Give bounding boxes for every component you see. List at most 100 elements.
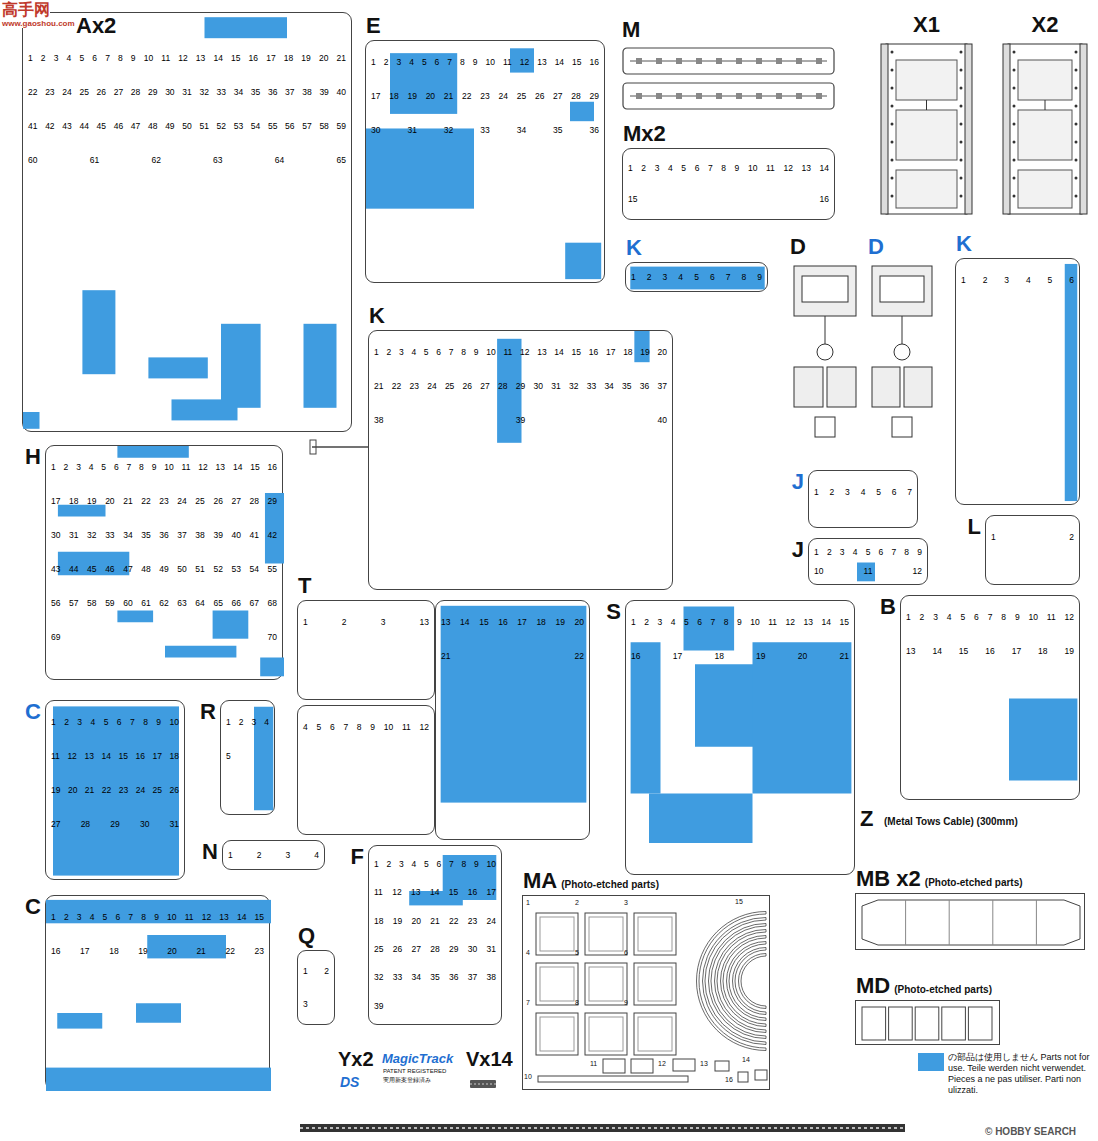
part-numbers: 1 2	[991, 520, 1074, 554]
hull-outline	[886, 44, 967, 214]
etch-fender	[697, 912, 767, 1051]
callout-number: 10	[524, 1073, 532, 1080]
sprue-frame: J1 2 3 4 5 6 7	[808, 470, 918, 528]
rivet	[960, 105, 963, 108]
link-teeth	[470, 1084, 496, 1085]
print-label: 実用新案登録済み	[383, 1076, 431, 1085]
print-label: © HOBBY SEARCH	[985, 1126, 1076, 1137]
callout-number: 8	[575, 999, 579, 1006]
part-box	[827, 367, 856, 407]
etch-divider	[949, 900, 950, 945]
sprue-heading: D	[790, 234, 806, 260]
sprue-heading: K	[956, 231, 972, 257]
etch-part	[603, 1059, 625, 1073]
callout-number: 9	[624, 999, 628, 1006]
unused-part-patch	[260, 658, 284, 677]
rivet	[960, 51, 963, 54]
part-numbers: 1 2 3 4 5 6 7 8 9 10 11 12 13 14 15 16 1…	[51, 450, 277, 654]
rivet	[960, 177, 963, 180]
unused-part-patch	[117, 446, 188, 458]
etch-plate	[536, 1013, 578, 1055]
unused-part-patch	[684, 607, 735, 651]
unused-part-patch	[570, 102, 594, 121]
sprue-heading: E	[366, 13, 381, 39]
etch-plate-inner	[540, 967, 574, 1001]
callout-number: 15	[735, 898, 743, 905]
part-drawing: D	[790, 262, 860, 447]
etch-cell	[862, 1007, 886, 1040]
unused-part-patch	[631, 642, 661, 793]
sprue-runner	[623, 83, 834, 109]
sprue-parts	[956, 259, 1081, 506]
part-box	[872, 367, 900, 407]
rivet	[891, 177, 894, 180]
rivet	[1013, 123, 1016, 126]
sprue-parts	[622, 45, 835, 113]
part-piece	[676, 58, 682, 64]
unused-part-patch	[165, 646, 236, 658]
track-link-icon	[470, 1080, 496, 1088]
sprue-heading: D	[868, 234, 884, 260]
sprue-letter: K	[956, 231, 972, 257]
print-label: Yx2	[338, 1048, 374, 1071]
rivet	[891, 141, 894, 144]
part-small	[892, 417, 912, 437]
rivet	[891, 69, 894, 72]
hull-panel	[896, 170, 957, 208]
rivet	[1075, 105, 1078, 108]
sprue-heading: K	[369, 303, 385, 329]
unused-part-patch	[366, 128, 474, 208]
part-inner	[802, 276, 848, 302]
etch-part	[631, 1059, 653, 1073]
hull-drawing: X1	[878, 40, 975, 218]
sprue-parts	[523, 896, 771, 1091]
unused-part-patch	[205, 17, 288, 38]
part-numbers: 1 2 3 4 5	[226, 705, 269, 773]
sprue-parts	[366, 41, 606, 284]
hull-panel	[1018, 110, 1072, 160]
legend-entry: の部品は使用しません Parts not for use. Teile werd…	[918, 1052, 1094, 1096]
sprue-letter: X2	[1032, 12, 1059, 38]
etch-plate	[634, 913, 676, 955]
sprue-parts	[436, 601, 591, 841]
part-numbers: 1 2 3 4 5 6 7 8 9 10 11 12 13 14 15 16 1…	[51, 900, 264, 968]
sprue-heading: F	[351, 844, 364, 870]
rivet	[1013, 141, 1016, 144]
print-label: MagicTrack	[382, 1051, 453, 1066]
sprue-letter: E	[366, 13, 381, 39]
sprue-frame: 13 14 15 16 17 18 19 20 21 22	[435, 600, 590, 840]
etch-plate	[585, 963, 627, 1005]
etch-cell	[889, 1007, 913, 1040]
rivet	[1013, 69, 1016, 72]
rivet	[960, 159, 963, 162]
photo-etch-fret: MD(Photo-etched parts)	[855, 1000, 1000, 1045]
unused-part-patch	[1065, 264, 1078, 501]
sprue-parts	[1000, 40, 1090, 218]
sprue-frame: N1 2 3 4	[222, 840, 325, 870]
callout-number: 4	[526, 949, 530, 956]
sprue-parts	[901, 596, 1081, 801]
sprue-heading: H	[25, 444, 41, 470]
part-piece	[756, 58, 762, 64]
rivet	[1075, 195, 1078, 198]
part-piece	[776, 58, 782, 64]
part-ring	[817, 344, 833, 360]
rivet	[960, 87, 963, 90]
etch-divider	[992, 900, 993, 945]
part-numbers: 1 2 3 4 5 6 7 8 9 10 11 12 13 14 15 16 1…	[631, 605, 849, 673]
sprue-heading: T	[298, 573, 311, 599]
sprue-frame: H1 2 3 4 5 6 7 8 9 10 11 12 13 14 15 16 …	[45, 445, 283, 680]
link-body	[470, 1080, 496, 1088]
sprue-heading: MB x2(Photo-etched parts)	[856, 866, 1023, 892]
hull-line	[1045, 100, 1046, 110]
part-numbers: 1 2 3 4 5 6 7 8 9 10 11 12	[814, 543, 922, 580]
sprue-letter: N	[202, 839, 218, 865]
sprue-parts	[298, 601, 436, 701]
sprue-letter: Mx2	[623, 121, 666, 147]
etch-divider	[1036, 900, 1037, 945]
part-numbers: 1 2 3 4 5 6 7 8 9 10 11 12 13 14 15 16 1…	[371, 45, 599, 147]
part-rod	[902, 316, 903, 344]
hull-panel	[1018, 170, 1072, 208]
sprue-frame: L1 2	[985, 515, 1080, 585]
sprue-frame: C1 2 3 4 5 6 7 8 9 10 11 12 13 14 15 16 …	[45, 700, 185, 880]
